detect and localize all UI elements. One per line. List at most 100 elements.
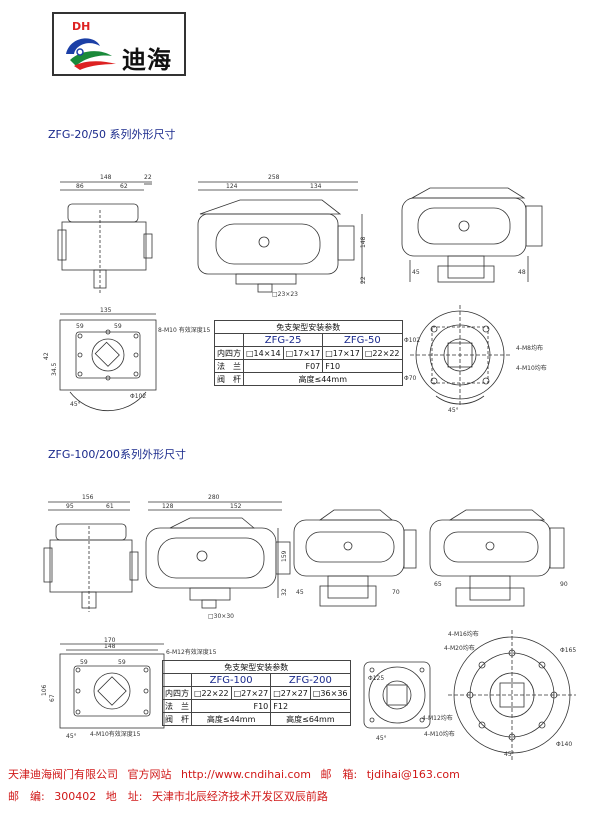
dim-square-drive: □30×30	[208, 613, 234, 620]
section2-title: ZFG-100/200系列外形尺寸	[48, 448, 187, 461]
right-view-drawing	[429, 509, 565, 607]
table-caption: 免支架型安装参数	[214, 320, 403, 334]
table-row: 法 兰 F07 F10	[214, 359, 403, 373]
dim-bottom-right: 59	[118, 659, 126, 666]
dim-front-left: 86	[76, 183, 84, 190]
site-url-link[interactable]: http://www.cndihai.com	[181, 768, 311, 781]
dim-front-width: 156	[82, 494, 94, 501]
flange-note-m8: 4-M8均布	[516, 344, 543, 352]
dim-side-base: 32	[281, 588, 288, 596]
dim-side-base: 22	[360, 276, 367, 284]
table-row: 阀 杆 高度≤44mm	[214, 372, 403, 386]
company-name: 天津迪海阀门有限公司	[8, 768, 118, 781]
dim-bottom-offset: 34.5	[51, 362, 58, 376]
dim-bottom-height: 106	[41, 684, 48, 696]
dim-bottom-width: 170	[104, 637, 116, 644]
dim-bottom-angle: 45°	[70, 401, 81, 408]
flange-note-m20: 4-M20均布	[444, 644, 475, 652]
dim-bottom-offset: 67	[49, 694, 56, 702]
footer-address-line: 邮 编: 300402 地 址: 天津市北辰经济技术开发区双辰前路	[8, 788, 334, 804]
dim-right-left: 65	[434, 581, 442, 588]
dim-front-width: 148	[100, 174, 112, 181]
site-label: 官方网站	[127, 768, 172, 781]
flange-view-drawing-small	[363, 661, 431, 729]
table-caption: 免支架型安装参数	[162, 660, 351, 674]
side-view-drawing	[145, 501, 291, 609]
mid-view-drawing	[293, 509, 417, 607]
dim-bottom-inner: 148	[104, 643, 116, 650]
dim-right-right: 48	[518, 269, 526, 276]
bottom-view-drawing	[59, 313, 157, 412]
company-logo: DH 迪海	[52, 12, 186, 76]
flange-dim-angle: 45°	[448, 407, 459, 414]
front-view-drawing	[57, 181, 153, 295]
logo-mark: DH	[72, 20, 91, 33]
dim-bottom-diameter: Φ102	[130, 393, 146, 400]
flange-dim-inner: Φ70	[404, 375, 417, 382]
address: 天津市北辰经济技术开发区双辰前路	[151, 790, 328, 803]
section1-drawings: 148 86 62 22 258 124 134 148 22 □23×23 4…	[43, 174, 547, 414]
dim-right-left: 45	[412, 269, 420, 276]
flange-note-m16: 4-M16均布	[448, 630, 479, 638]
bottom-view-drawing	[59, 643, 165, 729]
flange-note-m10: 4-M10均布	[516, 364, 547, 372]
mail-label: 邮 箱:	[320, 768, 358, 781]
section2-drawings: 156 95 61 280 128 152 159 32 □30×30 45 7…	[41, 494, 576, 760]
dim-bottom-height: 42	[43, 352, 50, 360]
logo-swoosh-icon	[66, 38, 116, 70]
flange-view-drawing-large	[448, 630, 576, 760]
table-row: 内四方 □14×14 □17×17 □17×17 □22×22	[214, 346, 403, 360]
right-view-drawing	[401, 187, 543, 283]
front-view-drawing	[43, 501, 139, 612]
dim-side-right: 134	[310, 183, 322, 190]
dim-square-drive: □23×23	[272, 291, 298, 298]
flange-dim-mid: Φ140	[556, 741, 572, 748]
dim-side-right: 152	[230, 503, 242, 510]
dim-front-right: 61	[106, 503, 114, 510]
bolt-note: 8-M10 有效深度15	[158, 326, 211, 334]
flange-dim-angle-small: 45°	[376, 735, 387, 742]
flange-dim-angle-large: 45°	[504, 751, 515, 758]
flange-dim-small: Φ125	[368, 675, 384, 682]
logo-text: 迪海	[122, 46, 172, 74]
install-params-table-1: 免支架型安装参数 ZFG-25 ZFG-50 内四方 □14×14 □17×17…	[214, 320, 403, 386]
dim-bottom-left: 59	[80, 659, 88, 666]
side-view-drawing	[197, 181, 363, 293]
bolt-note-m10: 4-M10有效深度15	[90, 730, 141, 738]
dim-front-offset: 22	[144, 174, 152, 181]
email-link[interactable]: tjdihai@163.com	[366, 768, 460, 781]
table-row: 内四方 □22×22 □27×27 □27×27 □36×36	[162, 686, 351, 700]
address-label: 地 址:	[105, 790, 143, 803]
dim-bottom-angle: 45°	[66, 733, 77, 740]
dim-side-height: 148	[360, 236, 367, 248]
table-row: 阀 杆 高度≤44mm 高度≤64mm	[162, 712, 351, 726]
bolt-note-m12: 6-M12有效深度15	[166, 648, 217, 656]
flange-view-drawing	[410, 305, 510, 405]
dim-front-right: 62	[120, 183, 128, 190]
flange-dim-outer: Φ102	[404, 337, 420, 344]
dim-side-left: 128	[162, 503, 174, 510]
model-header: ZFG-50	[322, 333, 403, 347]
model-header: ZFG-200	[270, 673, 351, 687]
postcode-label: 邮 编:	[8, 790, 45, 803]
flange-note-m10: 4-M10均布	[424, 730, 455, 738]
install-params-table-2: 免支架型安装参数 ZFG-100 ZFG-200 内四方 □22×22 □27×…	[162, 660, 351, 726]
dim-right-right: 90	[560, 581, 568, 588]
model-header: ZFG-25	[242, 333, 324, 347]
dim-mid-right: 70	[392, 589, 400, 596]
flange-note-m12: 4-M12均布	[422, 714, 453, 722]
dim-front-left: 95	[66, 503, 74, 510]
table-row: 法 兰 F10 F12	[162, 699, 351, 713]
dim-bottom-right: 59	[114, 323, 122, 330]
dim-side-height: 159	[281, 550, 288, 562]
dim-side-width: 280	[208, 494, 220, 501]
section1-title: ZFG-20/50 系列外形尺寸	[48, 128, 176, 141]
footer-contact-line: 天津迪海阀门有限公司 官方网站 http://www.cndihai.com 邮…	[8, 766, 466, 782]
dim-mid-left: 45	[296, 589, 304, 596]
postcode: 300402	[54, 790, 97, 803]
dim-bottom-left: 59	[76, 323, 84, 330]
flange-dim-large: Φ165	[560, 647, 576, 654]
dim-bottom-width: 135	[100, 307, 112, 314]
dim-side-left: 124	[226, 183, 238, 190]
dim-side-width: 258	[268, 174, 280, 181]
